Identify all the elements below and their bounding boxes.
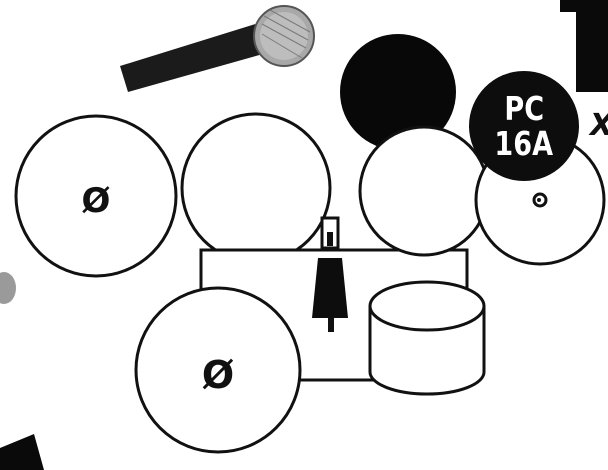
floor-tom [368,280,486,396]
tom-right [358,125,490,257]
corner-block-top [560,0,608,12]
channel-badge-line1: PC [504,89,544,128]
left-edge-blob [0,272,16,304]
ride-cymbal-diameter-symbol: Ø [82,181,111,221]
crash-cymbal-dark [340,34,456,150]
cowbell-icon [312,216,348,332]
splash-cymbal [134,286,302,454]
microphone-icon [120,5,315,92]
corner-block [576,0,608,92]
splash-cymbal-diameter-symbol: Ø [202,353,234,397]
edge-text: X [590,108,608,143]
ride-cymbal [14,114,178,278]
bottom-left-shape [0,434,44,470]
tom-left [180,112,332,264]
channel-badge-line2: 16A [494,124,554,163]
hihat-center-icon [532,192,548,208]
hihat-center-dot [537,198,541,202]
channel-badge: PC 16A [469,71,579,181]
